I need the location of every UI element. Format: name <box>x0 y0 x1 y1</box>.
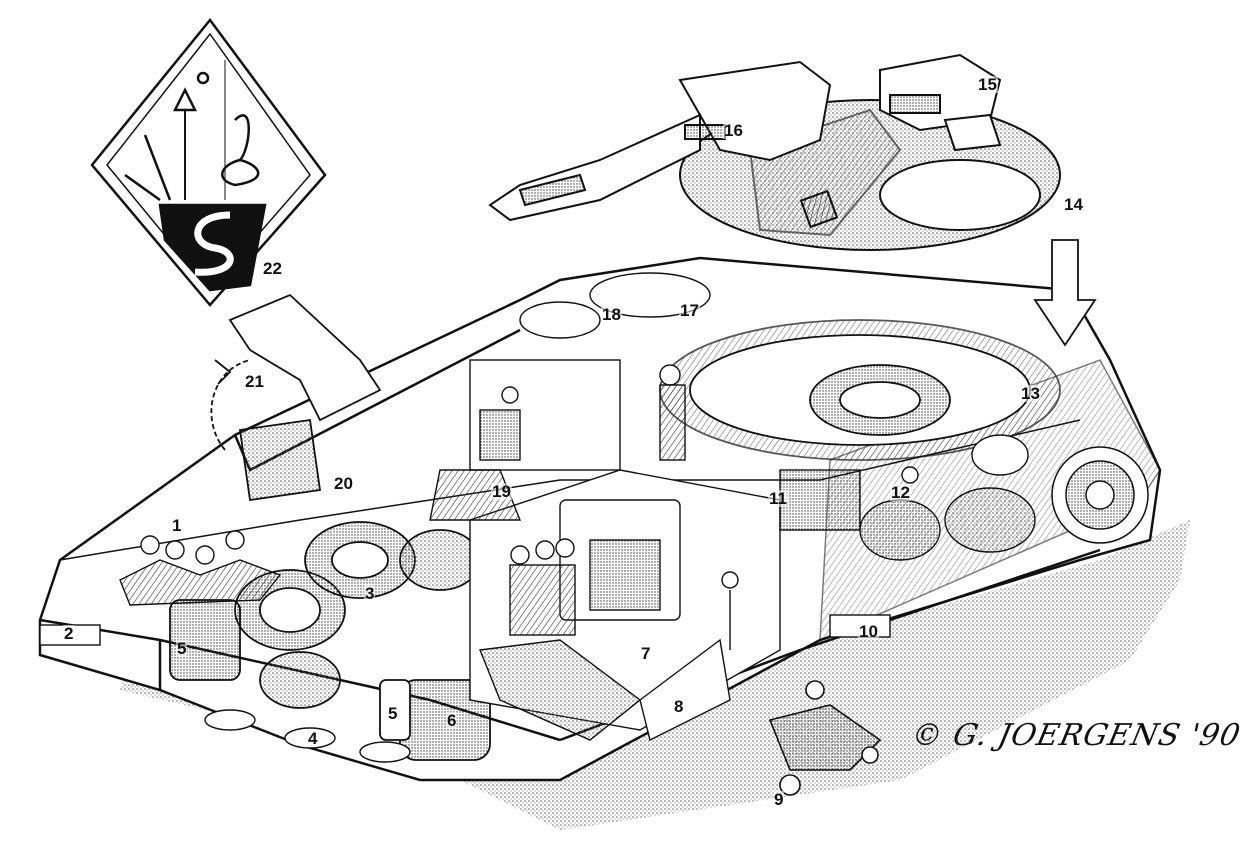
main-gun <box>488 60 832 222</box>
callout-21: 21 <box>244 372 265 391</box>
callout-11: 11 <box>768 489 788 508</box>
callout-12: 12 <box>890 483 911 502</box>
unit-emblem <box>90 17 327 307</box>
assembly-arrow <box>1033 239 1097 347</box>
callout-5-front: 5 <box>176 639 188 658</box>
callout-17: 17 <box>679 301 700 320</box>
callout-22: 22 <box>262 259 283 278</box>
callout-10: 10 <box>858 622 879 641</box>
callout-7: 7 <box>640 644 652 663</box>
callout-14: 14 <box>1063 195 1084 214</box>
callout-19: 19 <box>491 482 512 501</box>
callout-4: 4 <box>307 729 319 748</box>
engine-cluster <box>169 521 491 761</box>
hull-wheels <box>204 709 411 763</box>
callout-18: 18 <box>601 305 622 324</box>
open-hatch <box>210 293 382 502</box>
turret-ring <box>659 319 1061 461</box>
callout-5-rear: 5 <box>387 704 399 723</box>
callout-6: 6 <box>446 711 458 730</box>
hover-bike <box>768 680 882 796</box>
callout-2: 2 <box>63 624 75 643</box>
callout-3: 3 <box>364 584 376 603</box>
callout-20: 20 <box>333 474 354 493</box>
callout-8: 8 <box>673 697 685 716</box>
callout-1: 1 <box>171 516 183 535</box>
artist-signature: © G. JOERGENS '90 <box>908 718 1244 753</box>
callout-9: 9 <box>773 790 785 809</box>
callout-15: 15 <box>977 75 998 94</box>
callout-16: 16 <box>723 121 744 140</box>
troop-bay <box>469 469 781 742</box>
callout-13: 13 <box>1020 384 1041 403</box>
